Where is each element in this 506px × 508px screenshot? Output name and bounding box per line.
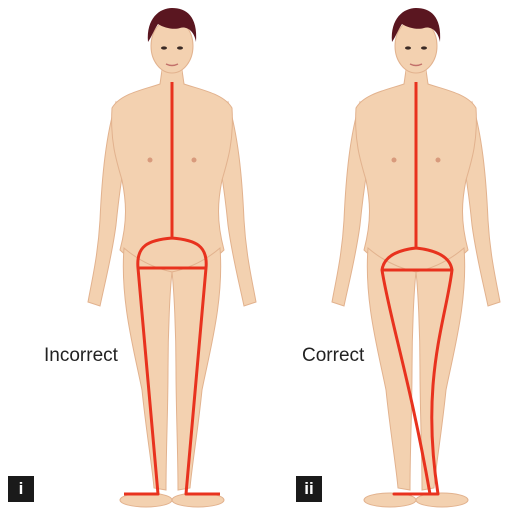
panel-badge-ii: ii xyxy=(296,476,322,502)
figure-incorrect xyxy=(88,8,256,507)
label-correct: Correct xyxy=(302,345,364,367)
figure-correct xyxy=(332,8,500,507)
panel-badge-i: i xyxy=(8,476,34,502)
label-incorrect: Incorrect xyxy=(44,345,118,367)
